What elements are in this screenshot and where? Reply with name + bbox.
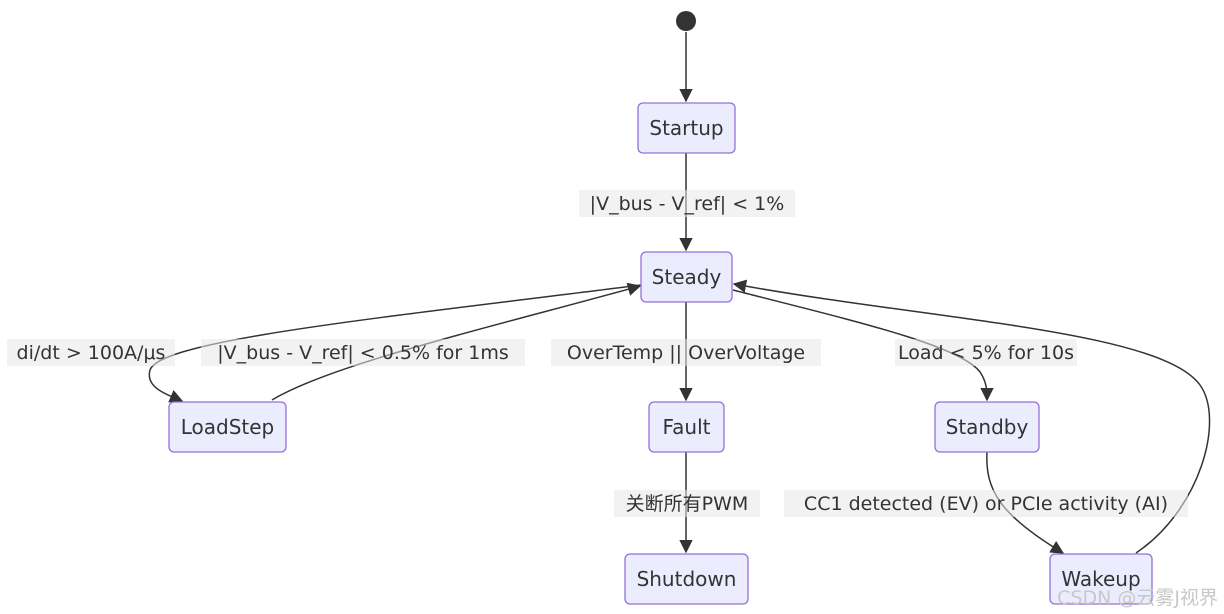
- label-loadstep-to-steady: |V_bus - V_ref| < 0.5% for 1ms: [217, 342, 508, 364]
- state-startup[interactable]: Startup: [637, 102, 736, 154]
- state-wakeup-box: [1049, 553, 1153, 605]
- label-bg-steady-to-loadstep: [7, 339, 175, 366]
- state-standby-label: Standby: [946, 415, 1029, 439]
- state-shutdown[interactable]: Shutdown: [624, 553, 749, 605]
- label-fault-to-shutdown: 关断所有PWM: [626, 493, 749, 515]
- state-wakeup[interactable]: Wakeup: [1049, 553, 1153, 605]
- state-loadstep-box: [168, 401, 287, 453]
- label-steady-to-fault: OverTemp || OverVoltage: [567, 342, 805, 364]
- edge-wakeup-to-steady: [732, 279, 1211, 554]
- state-steady[interactable]: Steady: [640, 251, 733, 303]
- state-standby[interactable]: Standby: [934, 401, 1040, 453]
- state-fault[interactable]: Fault: [648, 401, 725, 453]
- state-startup-label: Startup: [649, 116, 723, 140]
- state-loadstep-label: LoadStep: [181, 415, 275, 439]
- state-fault-box: [648, 401, 725, 453]
- label-bg-startup-to-steady: [579, 190, 795, 217]
- initial-state-dot: [676, 11, 696, 31]
- label-bg-steady-to-standby: [895, 339, 1077, 366]
- state-shutdown-label: Shutdown: [637, 567, 737, 591]
- state-steady-box: [640, 251, 733, 303]
- watermark: CSDN @云雾J视界: [1057, 587, 1218, 609]
- label-steady-to-loadstep: di/dt > 100A/μs: [17, 342, 166, 364]
- label-steady-to-standby: Load < 5% for 10s: [898, 342, 1074, 364]
- state-steady-label: Steady: [652, 265, 722, 289]
- label-startup-to-steady: |V_bus - V_ref| < 1%: [590, 193, 785, 215]
- state-shutdown-box: [624, 553, 749, 605]
- edge-labels: |V_bus - V_ref| < 1% di/dt > 100A/μs |V_…: [7, 190, 1188, 517]
- label-bg-fault-to-shutdown: [614, 490, 760, 517]
- state-startup-box: [637, 102, 736, 154]
- label-bg-standby-to-wakeup: [784, 490, 1188, 517]
- state-loadstep[interactable]: LoadStep: [168, 401, 287, 453]
- label-bg-loadstep-to-steady: [201, 339, 525, 366]
- state-fault-label: Fault: [663, 415, 711, 439]
- state-wakeup-label: Wakeup: [1061, 567, 1140, 591]
- label-bg-steady-to-fault: [551, 339, 821, 366]
- state-standby-box: [934, 401, 1040, 453]
- label-standby-to-wakeup: CC1 detected (EV) or PCIe activity (AI): [804, 493, 1168, 515]
